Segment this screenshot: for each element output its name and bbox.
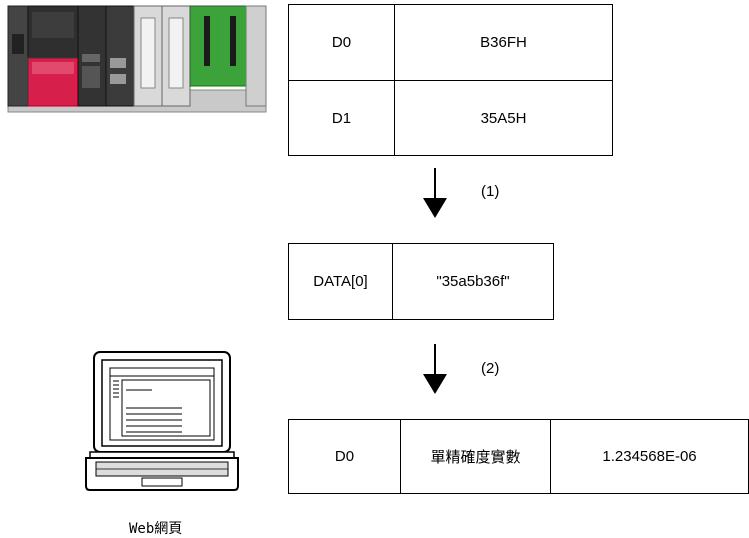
laptop-icon <box>85 351 239 491</box>
step-1-label: (1) <box>481 183 500 200</box>
device-cell: D0 <box>288 419 401 494</box>
device-cell: D1 <box>288 80 395 156</box>
table-row: D0 單精確度實數 1.234568E-06 <box>288 419 749 494</box>
table-row: D0 B36FH <box>288 4 613 81</box>
laptop-caption: Web網頁 <box>129 521 183 537</box>
down-arrow-icon <box>423 168 447 218</box>
value-cell: 35A5H <box>394 80 613 156</box>
name-cell: DATA[0] <box>288 243 393 320</box>
type-cell: 單精確度實數 <box>400 419 551 494</box>
data-string-table: DATA[0] "35a5b36f" <box>288 243 554 320</box>
step-2-label: (2) <box>481 360 500 377</box>
result-table: D0 單精確度實數 1.234568E-06 <box>288 419 749 494</box>
value-cell: B36FH <box>394 4 613 81</box>
value-cell: 1.234568E-06 <box>550 419 749 494</box>
plc-illustration <box>7 5 267 113</box>
table-row: DATA[0] "35a5b36f" <box>288 243 554 320</box>
device-cell: D0 <box>288 4 395 81</box>
value-cell: "35a5b36f" <box>392 243 554 320</box>
top-register-table: D0 B36FH D1 35A5H <box>288 4 613 156</box>
down-arrow-icon <box>423 344 447 394</box>
table-row: D1 35A5H <box>288 80 613 156</box>
